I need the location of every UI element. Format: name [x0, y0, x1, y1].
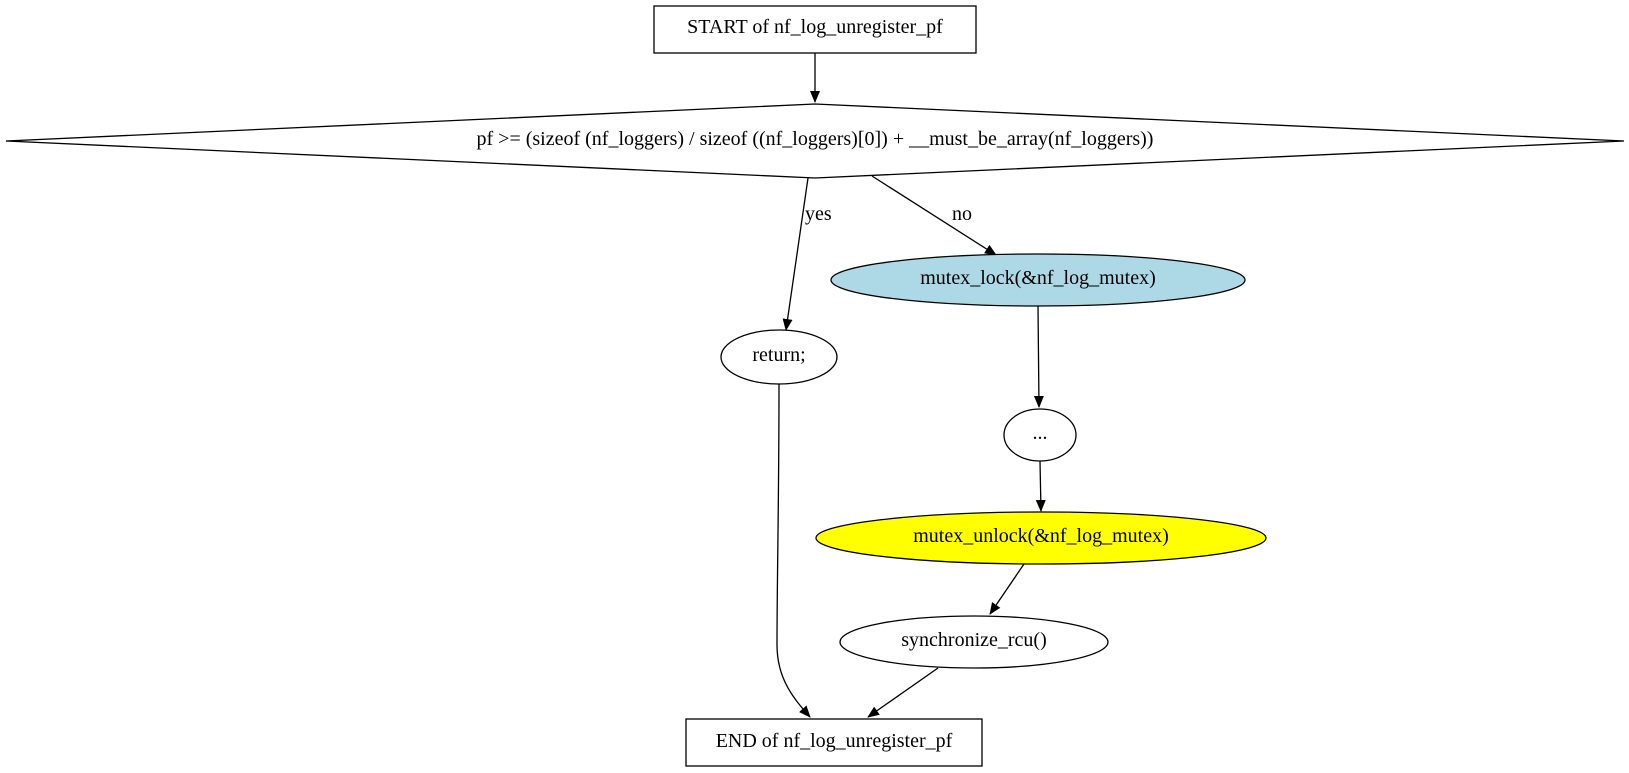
edge-ellipsis-to-mutex-unlock — [1035, 460, 1046, 512]
end-node-label: END of nf_log_unregister_pf — [716, 730, 953, 752]
synchronize-rcu-node: synchronize_rcu() — [839, 615, 1109, 669]
edge-label-no: no — [952, 203, 972, 225]
ellipsis-node-label: ... — [1033, 422, 1048, 444]
edges — [776, 53, 1046, 718]
edge-label-yes: yes — [805, 203, 832, 225]
condition-node-label: pf >= (sizeof (nf_loggers) / sizeof ((nf… — [477, 128, 1154, 150]
start-node: START of nf_log_unregister_pf — [653, 5, 977, 54]
ellipsis-node: ... — [1003, 408, 1077, 462]
condition-node: pf >= (sizeof (nf_loggers) / sizeof ((nf… — [5, 103, 1625, 179]
edge-condition-to-mutex-lock — [871, 175, 997, 256]
return-node: return; — [720, 329, 838, 385]
edge-synchronize-to-end — [867, 667, 939, 718]
mutex-lock-node: mutex_lock(&nf_log_mutex) — [830, 253, 1246, 307]
mutex-lock-node-label: mutex_lock(&nf_log_mutex) — [920, 267, 1156, 289]
start-node-label: START of nf_log_unregister_pf — [687, 16, 943, 38]
edge-mutex-unlock-to-synchronize — [989, 563, 1025, 615]
edge-condition-to-return — [782, 177, 809, 331]
end-node: END of nf_log_unregister_pf — [685, 718, 983, 767]
synchronize-rcu-node-label: synchronize_rcu() — [901, 629, 1047, 651]
edge-return-to-end — [776, 383, 811, 718]
mutex-unlock-node: mutex_unlock(&nf_log_mutex) — [815, 511, 1267, 565]
edge-mutex-lock-to-ellipsis — [1033, 305, 1044, 408]
mutex-unlock-node-label: mutex_unlock(&nf_log_mutex) — [913, 525, 1169, 547]
return-node-label: return; — [752, 344, 805, 366]
